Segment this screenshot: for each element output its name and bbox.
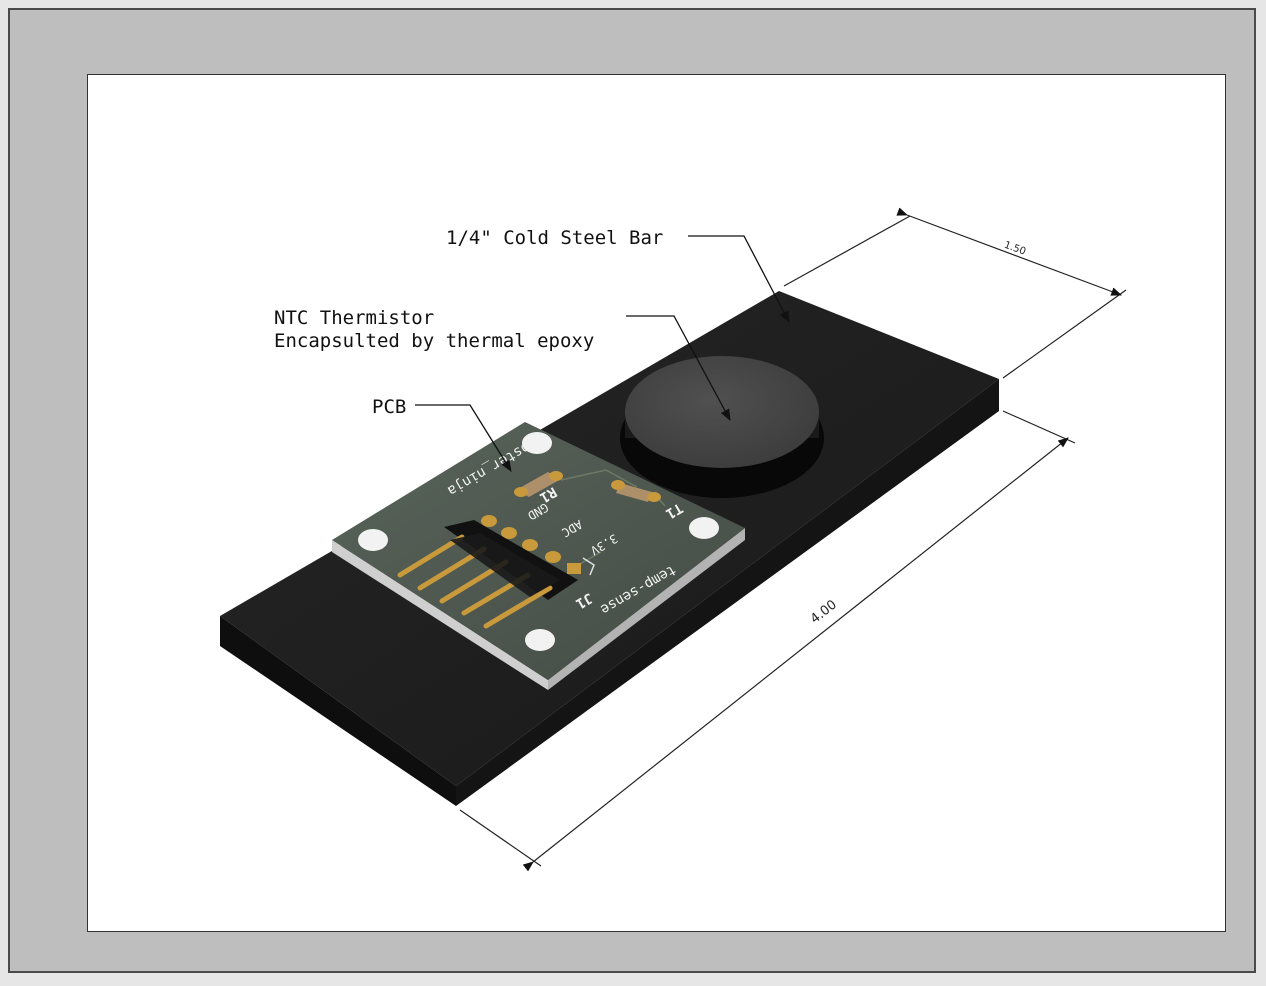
callout-thermistor-line1: NTC Thermistor [274,307,434,329]
callout-steel-bar-label: 1/4" Cold Steel Bar [446,227,663,249]
steel-bar-front-face [220,616,456,806]
callout-pcb[interactable]: PCB [372,396,512,472]
dimension-width[interactable] [783,207,1127,379]
callout-steel-bar[interactable]: 1/4" Cold Steel Bar [446,227,790,324]
pcb-edge-left [332,540,548,690]
mounting-hole [689,517,719,539]
mounting-hole [525,629,555,651]
callout-pcb-label: PCB [372,396,406,418]
mounting-hole [358,529,388,551]
callout-thermistor-line2: Encapsulted by thermal epoxy [274,330,594,352]
dimension-length[interactable] [459,410,1076,872]
callout-thermistor[interactable]: NTC Thermistor Encapsulted by thermal ep… [274,307,731,422]
thermistor-disc[interactable] [620,356,824,498]
